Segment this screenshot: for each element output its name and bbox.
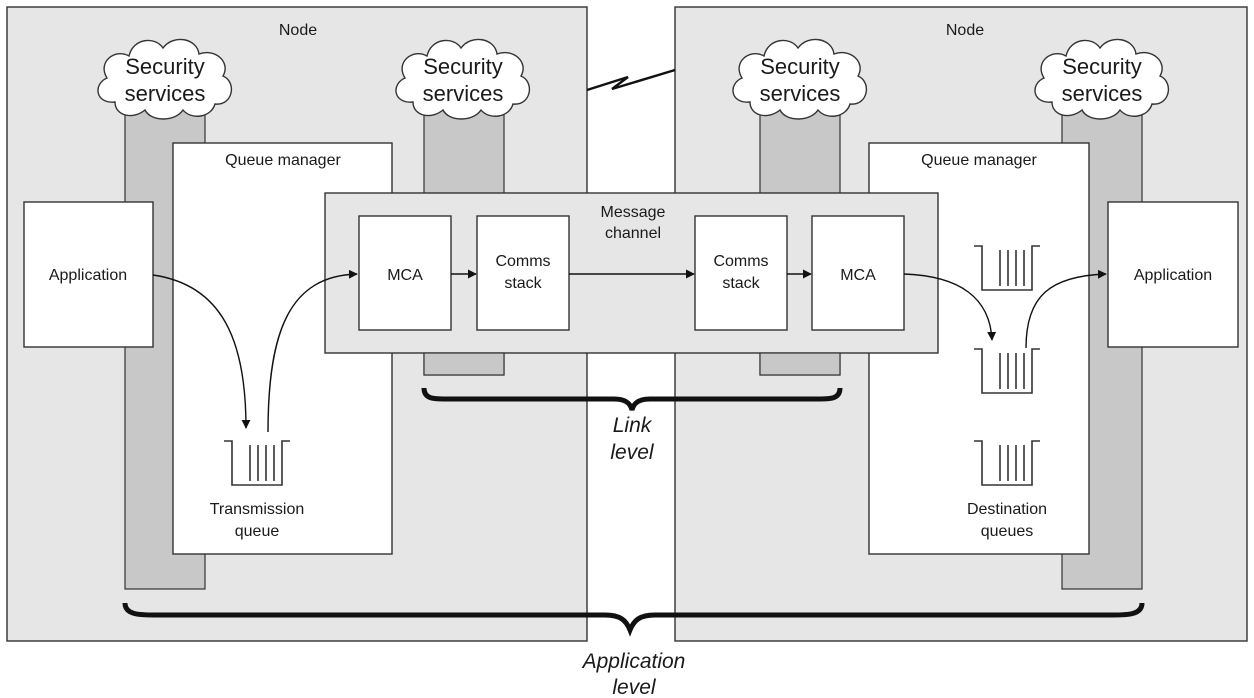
security-services-3-line2: services — [760, 81, 841, 106]
security-band-left-inner-overlay — [423, 352, 505, 376]
message-channel-line1: Message — [601, 204, 666, 221]
flow-arrow — [1025, 269, 1107, 349]
message-channel-line2: channel — [605, 225, 661, 242]
security-services-1-line1: Security — [125, 54, 204, 79]
comms-stack-box-left — [476, 215, 570, 331]
link-level-line1: Link — [613, 414, 653, 437]
queue-manager-left-label: Queue manager — [225, 152, 341, 169]
network-link-icon — [586, 68, 676, 92]
flow-arrow — [903, 273, 997, 341]
mca-left-label: MCA — [387, 267, 423, 284]
application-level-brace — [122, 602, 1145, 637]
application-box-left — [23, 201, 154, 348]
application-box-right — [1107, 201, 1239, 348]
comms-stack-box-right — [694, 215, 788, 331]
link-level-line2: level — [610, 441, 655, 464]
link-level-brace — [421, 387, 843, 411]
application-left-label: Application — [49, 267, 127, 284]
flow-arrow — [152, 274, 251, 429]
destination-queues-line2: queues — [981, 523, 1034, 540]
mca-box-right — [811, 215, 905, 331]
security-services-3-line1: Security — [760, 54, 839, 79]
security-band-right-inner-overlay — [759, 352, 841, 376]
application-level-line1: Application — [581, 650, 686, 673]
node-left-label: Node — [279, 22, 317, 39]
security-services-2-line1: Security — [423, 54, 502, 79]
application-right-label: Application — [1134, 267, 1212, 284]
flow-arrow — [267, 269, 358, 433]
node-right-label: Node — [946, 22, 984, 39]
transmission-queue-line2: queue — [235, 523, 280, 540]
security-services-4-line1: Security — [1062, 54, 1141, 79]
security-services-4-line2: services — [1062, 81, 1143, 106]
transmission-queue-line1: Transmission — [210, 501, 305, 518]
queue-manager-right-label: Queue manager — [921, 152, 1037, 169]
security-services-2-line2: services — [423, 81, 504, 106]
destination-queues-line1: Destination — [967, 501, 1047, 518]
comms-stack-right-line2: stack — [722, 275, 760, 292]
security-services-1-line2: services — [125, 81, 206, 106]
application-level-line2: level — [612, 676, 657, 698]
mca-box-left — [358, 215, 452, 331]
comms-stack-left-line2: stack — [504, 275, 542, 292]
comms-stack-right-line1: Comms — [713, 253, 768, 270]
comms-stack-left-line1: Comms — [495, 253, 550, 270]
mca-right-label: MCA — [840, 267, 876, 284]
